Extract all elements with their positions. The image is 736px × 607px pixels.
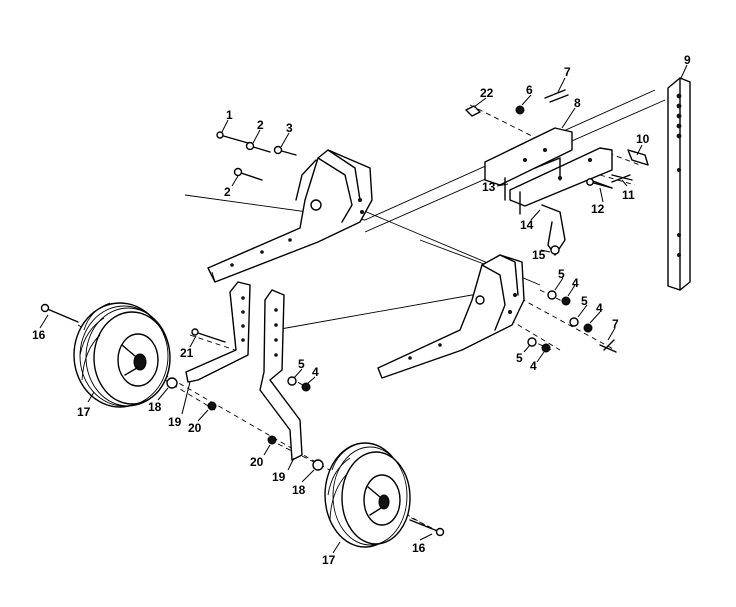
callout-20-left: 20 (188, 421, 202, 435)
callout-4-right-c: 4 (530, 359, 537, 373)
callout-18-left: 18 (148, 400, 162, 414)
callout-13: 13 (482, 180, 496, 194)
fasteners (40, 89, 633, 537)
callout-14: 14 (520, 218, 534, 232)
callout-10: 10 (636, 132, 650, 146)
callout-4-right-a: 4 (572, 276, 579, 290)
depth-bar-bracket (484, 127, 613, 215)
callout-4-right-b: 4 (596, 301, 603, 315)
callout-5-left-frame: 5 (298, 357, 305, 371)
hitch-pin-and-clip (541, 149, 649, 256)
callout-9: 9 (684, 53, 691, 67)
callout-21: 21 (180, 346, 194, 360)
callout-16-right: 16 (412, 541, 426, 555)
callout-17-left: 17 (77, 405, 91, 419)
left-frame-plate (207, 149, 373, 283)
callout-19-right: 19 (272, 470, 286, 484)
callout-12: 12 (591, 202, 605, 216)
callout-1: 1 (226, 108, 233, 122)
wheel-left (73, 302, 171, 408)
leader-lines (39, 64, 688, 554)
wheel-bracket-right (259, 289, 303, 461)
callout-8: 8 (574, 96, 581, 110)
callout-5-right-a: 5 (558, 267, 565, 281)
callout-2-lower: 2 (224, 185, 231, 199)
callout-5-right-c: 5 (516, 351, 523, 365)
depth-bar (667, 77, 691, 291)
wheel-right (324, 442, 411, 548)
callout-11: 11 (622, 188, 635, 202)
callout-18-right: 18 (292, 483, 306, 497)
callout-labels: 1 2 3 2 5 6 7 8 9 10 11 12 13 14 15 16 1… (32, 53, 691, 567)
callout-20-right: 20 (250, 455, 264, 469)
callout-16-left: 16 (32, 328, 46, 342)
callout-6-top: 6 (526, 83, 533, 97)
wheel-bracket-left (185, 281, 251, 383)
callout-2-top: 2 (257, 118, 264, 132)
callout-19-left: 19 (168, 415, 182, 429)
right-frame-plate (377, 254, 525, 379)
callout-22: 22 (480, 86, 494, 100)
callout-5-right-b: 5 (581, 294, 588, 308)
callout-3: 3 (286, 121, 293, 135)
callout-15: 15 (532, 248, 546, 262)
callout-7-right: 7 (612, 317, 619, 331)
callout-7-top: 7 (564, 65, 571, 79)
callout-4-left-bracket: 4 (312, 365, 319, 379)
callout-17-right: 17 (322, 553, 336, 567)
